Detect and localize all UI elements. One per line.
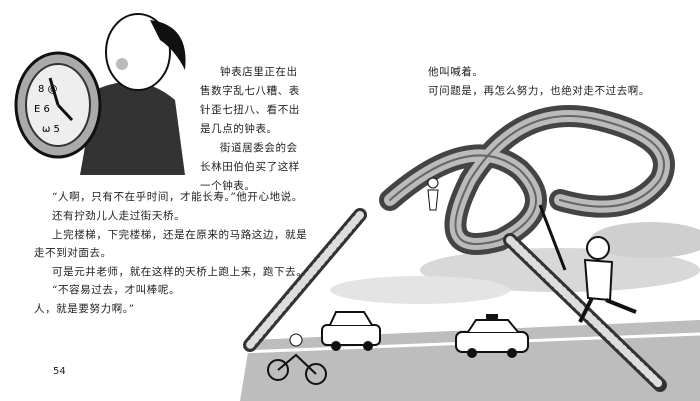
car-icon <box>321 311 381 351</box>
old-man-figure <box>80 13 186 175</box>
text-line: “不容易过去，才叫棒呢。 <box>52 284 181 296</box>
text-line: 售数字乱七八糟、表 <box>200 85 300 97</box>
text-line: 他叫喊着。 <box>428 66 484 78</box>
text-line: 钟表店里正在出 <box>220 66 298 78</box>
text-line: 可问题是，再怎么努力，也绝对走不过去啊。 <box>428 85 650 97</box>
page-number: 54 <box>53 366 66 377</box>
text-line: 走不到对面去。 <box>34 247 112 259</box>
taxi-icon <box>455 314 529 358</box>
text-line: 针歪七扭八、看不出 <box>200 104 300 116</box>
svg-text:ω 5: ω 5 <box>42 124 60 135</box>
text-line: 街道居委会的会 <box>220 142 298 154</box>
clock-icon: 8 @ E 6 ω 5 <box>14 51 102 159</box>
clouds <box>330 222 700 304</box>
text-line: 一个钟表。 <box>200 180 256 192</box>
running-man-with-sword <box>538 204 637 323</box>
text-line: 人，就是要努力啊。” <box>34 303 135 315</box>
motorcycle-icon <box>267 333 327 385</box>
text-line: 还有拧劲儿人走过街天桥。 <box>52 210 186 222</box>
text-line: “人啊，只有不在乎时间，才能长寿。”他开心地说。 <box>52 191 303 203</box>
text-line: 上完楼梯，下完楼梯，还是在原来的马路这边，就是 <box>52 229 308 241</box>
walking-person <box>427 177 439 211</box>
svg-text:E 6: E 6 <box>34 104 50 115</box>
text-line: 可是元井老师，就在这样的天桥上跑上来，跑下去。 <box>52 266 308 278</box>
text-line: 长林田伯伯买了这样 <box>200 161 300 173</box>
svg-text:8 @: 8 @ <box>38 84 58 95</box>
text-line: 是几点的钟表。 <box>200 123 278 135</box>
